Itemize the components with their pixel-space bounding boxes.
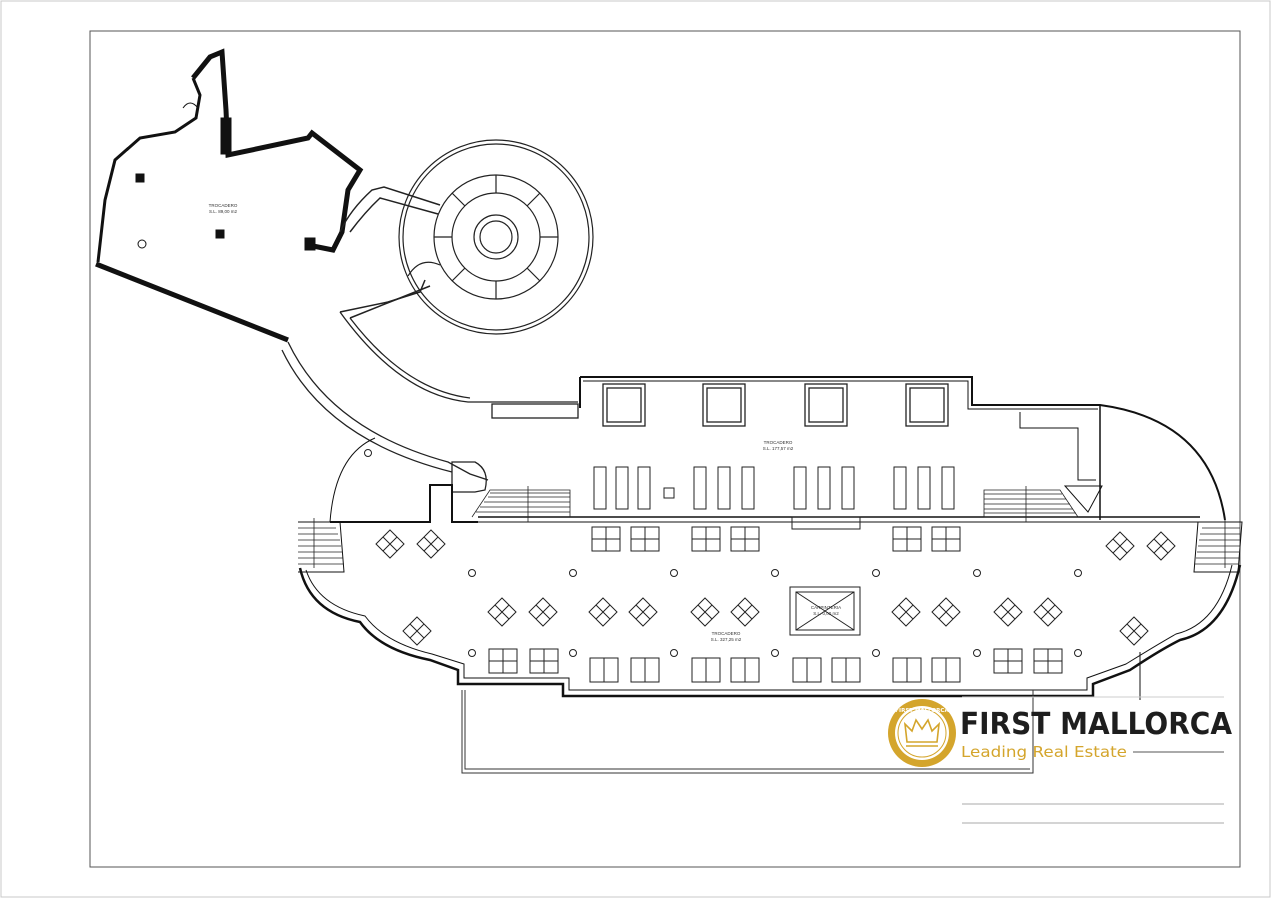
site-lines: [461, 690, 1224, 824]
west-wing: [95, 48, 364, 343]
room-label-area: S.L. 177,57 m2: [763, 446, 794, 451]
room-label-name: TROCADERO: [712, 631, 741, 636]
staircases: [298, 486, 1240, 568]
wing-column: [220, 117, 232, 155]
brand-name: FIRST MALLORCA: [960, 707, 1233, 742]
table-seating: [488, 526, 1063, 683]
column-markers: [364, 449, 1082, 657]
room-label-name: TROCADERO: [209, 203, 238, 208]
room-label-name: CARPINTERIA: [811, 605, 841, 610]
room-labels: TROCADERO S.L. 89,00 m2 TROCADERO S.L. 1…: [209, 203, 842, 642]
room-label-area: S.L. 0,00 m2: [813, 611, 839, 616]
room-label-area: S.L. 327,25 m2: [711, 637, 742, 642]
wing-column-round: [137, 239, 147, 249]
room-label-name: TROCADERO: [764, 440, 793, 445]
drawing-frame: [89, 30, 1241, 868]
crown-icon: [903, 718, 941, 743]
brand-seal-text: FIRST MALLORCA: [895, 708, 949, 714]
central-stage: [789, 586, 861, 636]
wing-column: [215, 229, 225, 239]
connector-corridor: [339, 186, 441, 319]
wing-column: [135, 173, 145, 183]
room-label-area: S.L. 89,00 m2: [209, 209, 238, 214]
round-tables: [375, 529, 1176, 646]
brand-tagline: Leading Real Estate: [961, 743, 1127, 761]
curved-ramp: [281, 311, 579, 493]
rotunda: [398, 139, 594, 335]
banquet-tables: [593, 466, 955, 530]
skylights: [602, 383, 949, 427]
brand-logo: FIRST MALLORCA FIRST MALLORCA Leading Re…: [888, 699, 1233, 767]
wing-column: [304, 237, 316, 251]
